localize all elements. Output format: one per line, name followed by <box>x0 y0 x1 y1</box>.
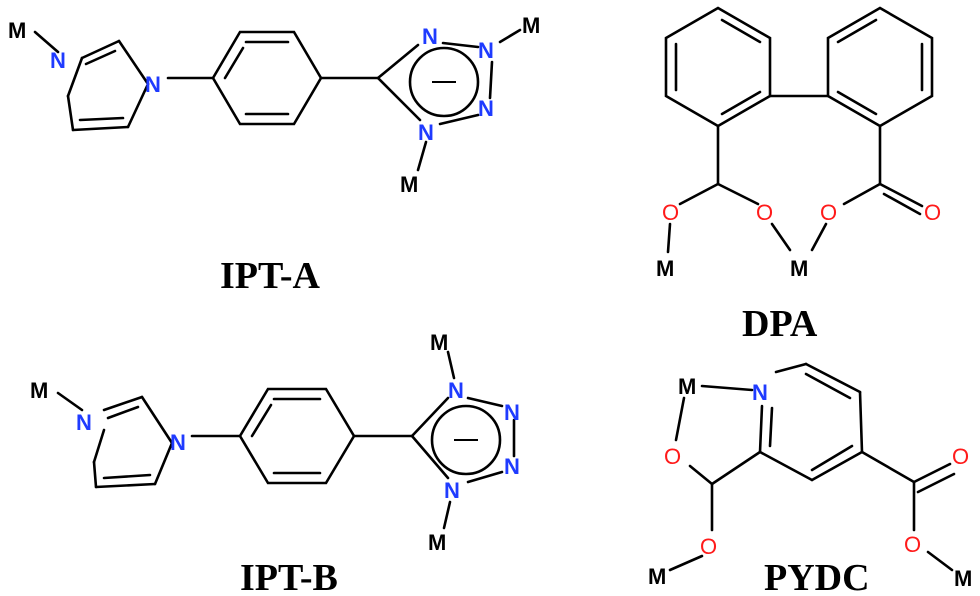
ipt-a-tetrazole-n2: N <box>478 38 494 63</box>
ipt-b-tetrazole-ring <box>410 396 516 484</box>
ipt-a-label: IPT-A <box>220 255 321 297</box>
ipt-b-imidazole-ring <box>92 395 174 489</box>
ipt-a-metal-2: M <box>522 13 540 38</box>
ipt-a-tetrazole-n3: N <box>478 96 494 121</box>
pydc-metal-2: M <box>648 564 666 589</box>
dpa-oxygen-2: O <box>756 200 773 225</box>
pydc-oxygen-4: O <box>904 532 921 557</box>
ipt-b-imidazole-n3: N <box>170 430 186 455</box>
ipt-a-tetrazole-n1: N <box>422 24 438 49</box>
ipt-a-imidazole-n1: N <box>50 48 66 73</box>
pydc-pyridine-ring <box>758 362 864 482</box>
pydc-metal-1: M <box>678 374 696 399</box>
ipt-a-phenyl-ring <box>211 30 323 126</box>
ipt-a-tetrazole-n4: N <box>418 120 434 145</box>
ipt-b-tetrazole-n1: N <box>448 378 464 403</box>
ipt-a-tetrazole-ring <box>376 41 494 126</box>
ipt-b-tetrazole-n2: N <box>504 400 520 425</box>
ipt-b-phenyl-ring <box>238 387 356 485</box>
dpa-oxygen-4: O <box>924 200 941 225</box>
ipt-b-metal-3: M <box>428 530 446 555</box>
pydc-oxygen-3: O <box>952 444 969 469</box>
ipt-b-metal-2: M <box>430 330 448 355</box>
ipt-a-imidazole-ring <box>66 39 150 132</box>
dpa-metal-2: M <box>790 256 808 281</box>
dpa-oxygen-1: O <box>662 200 679 225</box>
pydc-metal-3: M <box>954 566 972 591</box>
ipt-b-metal-1: M <box>30 378 48 403</box>
dpa-right-ring <box>826 6 934 128</box>
ipt-b-structure: M N N N N N N M M IPT-B <box>30 330 520 596</box>
ipt-a-metal-3: M <box>400 172 418 197</box>
pydc-nitrogen: N <box>752 380 768 405</box>
dpa-metal-1: M <box>656 256 674 281</box>
pydc-oxygen-1: O <box>664 444 681 469</box>
ipt-b-tetrazole-n4: N <box>444 478 460 503</box>
pydc-oxygen-2: O <box>700 534 717 559</box>
dpa-oxygen-3: O <box>820 200 837 225</box>
ipt-b-tetrazole-n3: N <box>504 454 520 479</box>
dpa-label: DPA <box>742 303 818 345</box>
dpa-left-ring <box>664 6 772 128</box>
pydc-structure: M N O O O O M M PYDC <box>648 362 972 596</box>
ipt-b-imidazole-n1: N <box>76 410 92 435</box>
ipt-a-imidazole-n3: N <box>145 72 161 97</box>
ipt-b-label: IPT-B <box>240 557 338 596</box>
ipt-a-structure: M N N N N N N M M IPT-A <box>8 13 540 297</box>
dpa-structure: O O O O M M DPA <box>656 6 941 345</box>
pydc-label: PYDC <box>764 557 870 596</box>
ipt-a-metal-1: M <box>8 18 26 43</box>
